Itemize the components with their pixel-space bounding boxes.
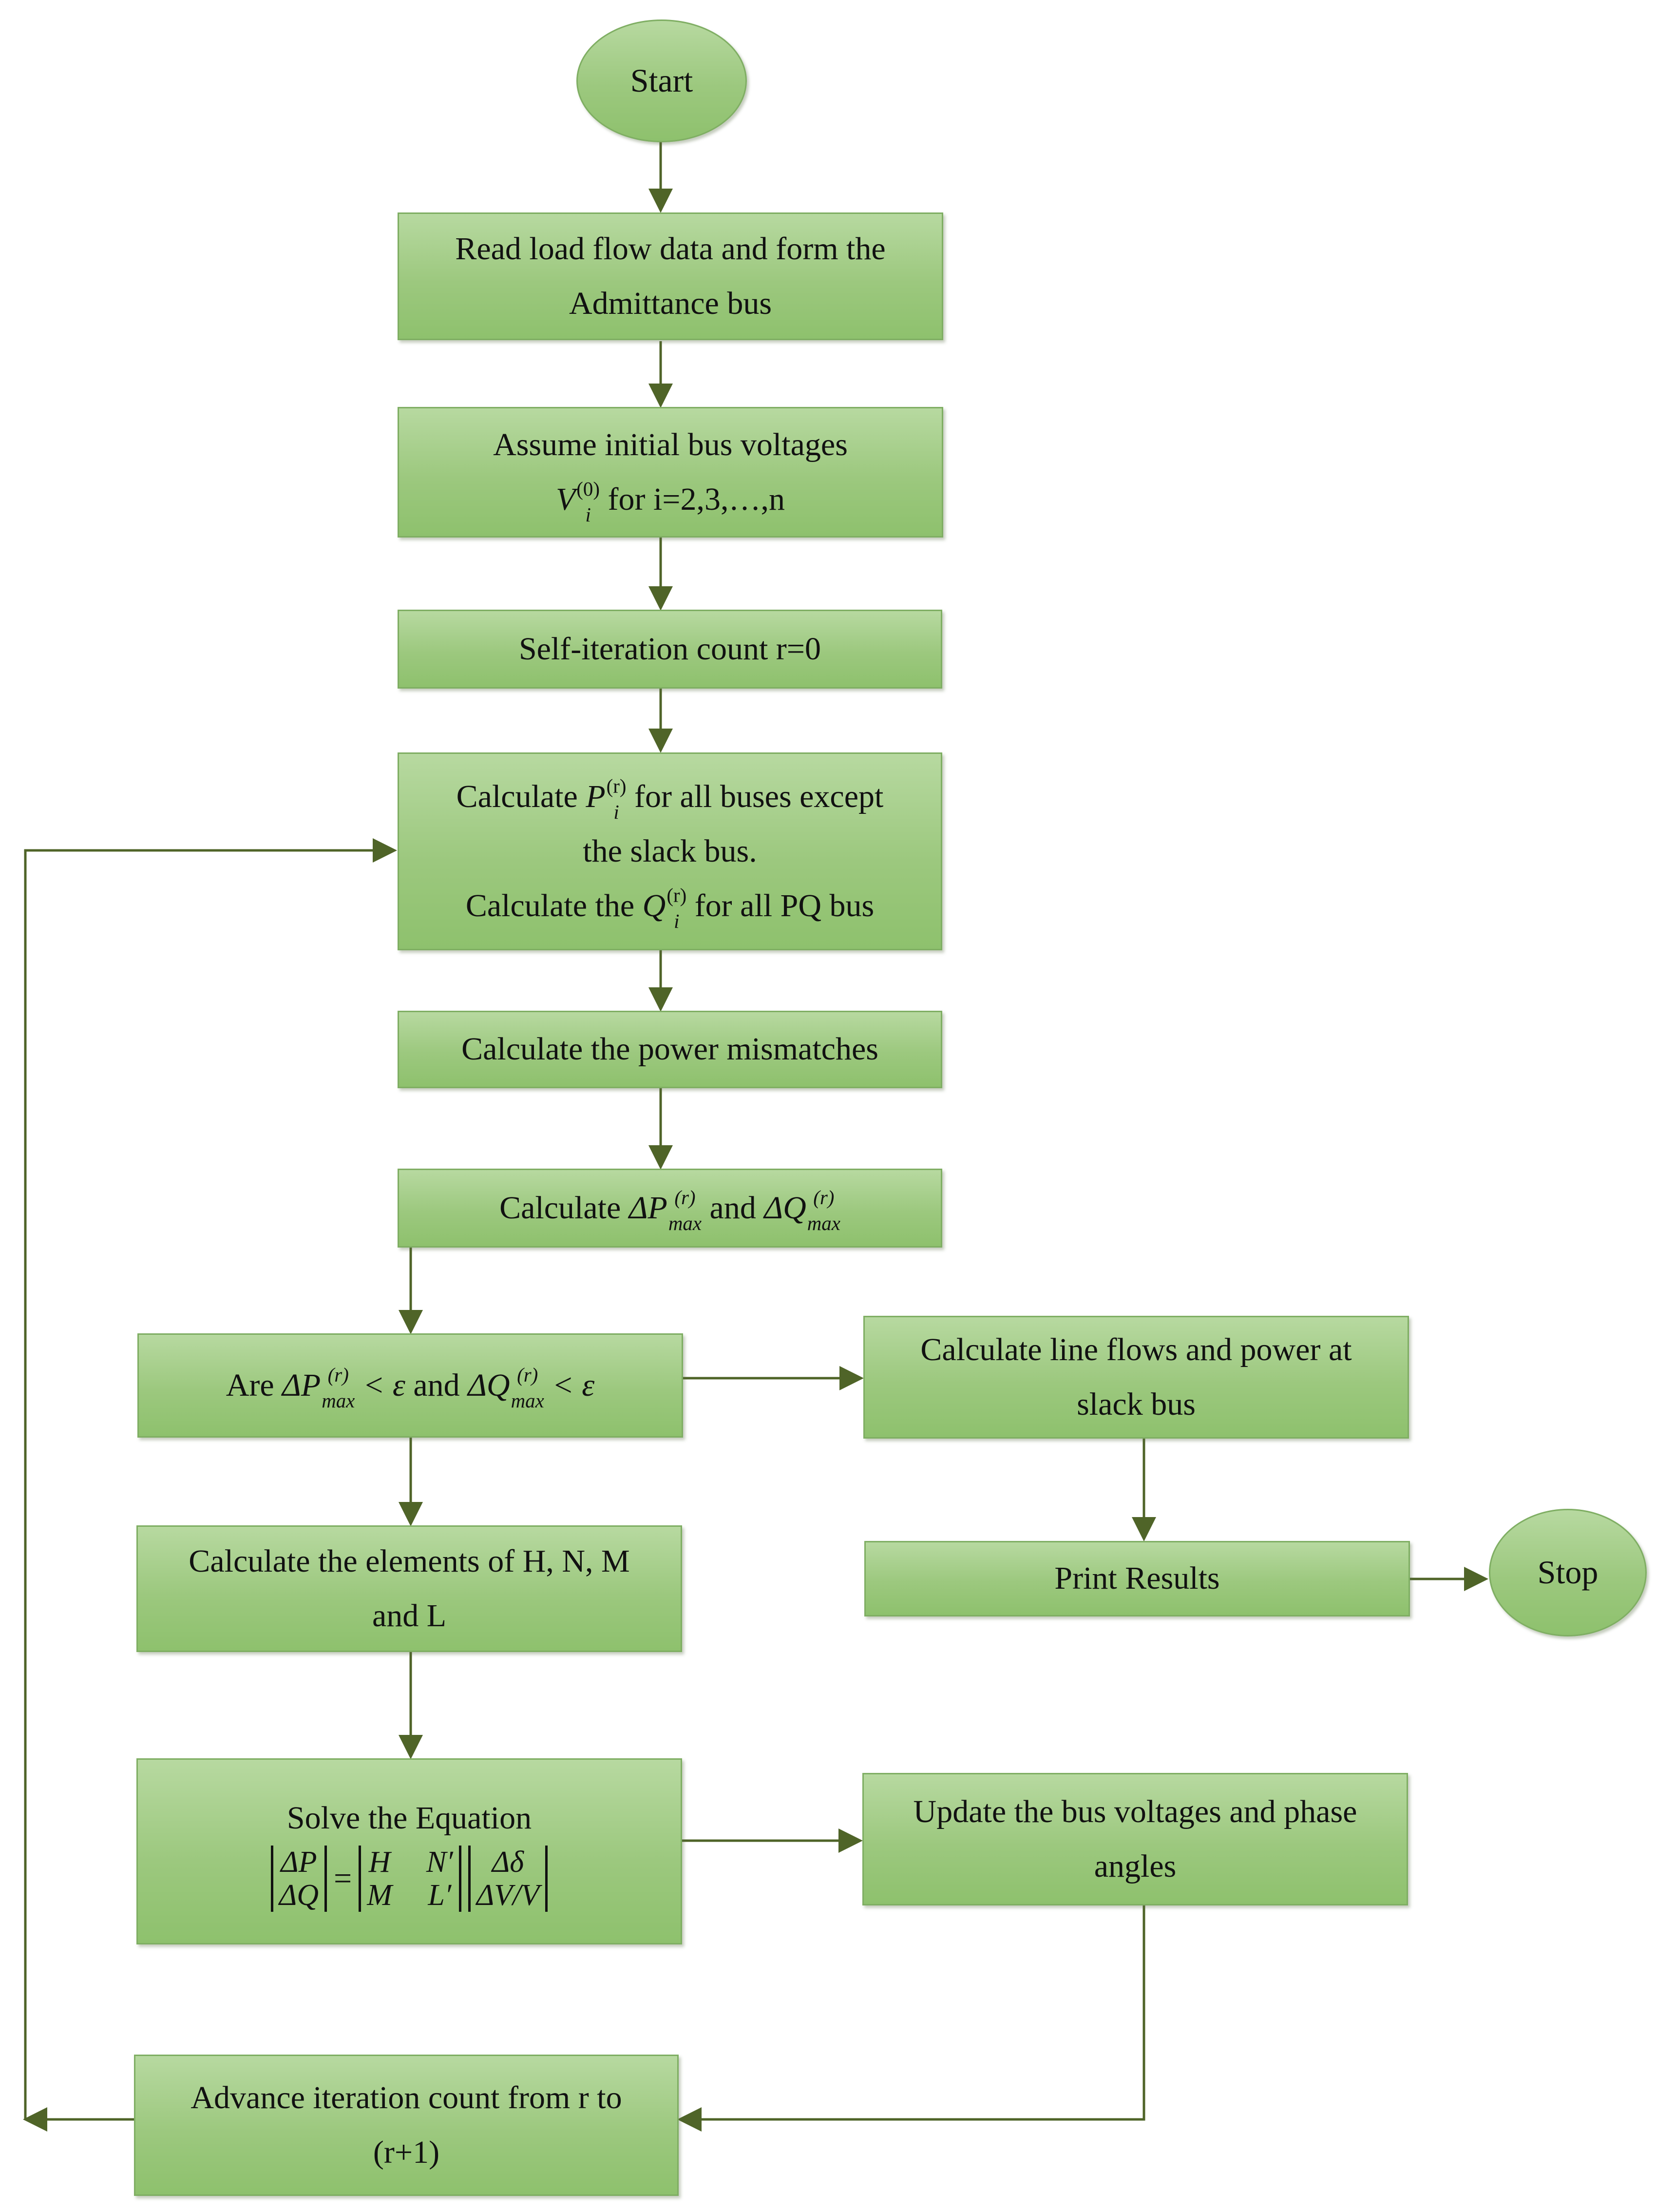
advance-line2: (r+1) xyxy=(373,2135,440,2170)
decision-dq-sub: max xyxy=(511,1389,544,1412)
elements-line2: and L xyxy=(372,1598,447,1634)
decision-mid: and xyxy=(405,1367,468,1403)
calc-pq-line2: the slack bus. xyxy=(583,833,757,869)
update-voltages-box: Update the bus voltages and phase angles xyxy=(862,1773,1408,1905)
advance-line1: Advance iteration count from r to xyxy=(190,2079,622,2116)
print-results-label: Print Results xyxy=(1054,1560,1220,1596)
arrow-update-to-advance xyxy=(677,1905,1145,2132)
decision-dq-sup: (r) xyxy=(517,1364,538,1386)
update-line1: Update the bus voltages and phase xyxy=(913,1793,1357,1829)
calc-pq-p-sup: (r) xyxy=(606,775,627,797)
calculate-max-box: Calculate ΔP (r) max and ΔQ (r) max xyxy=(398,1169,942,1248)
calc-pq-line1: Calculate P(r) i for all buses except xyxy=(457,769,884,824)
lhs-dp: ΔP xyxy=(281,1845,317,1879)
assume-line1: Assume initial bus voltages xyxy=(493,426,848,462)
decision-dp-sub: max xyxy=(322,1389,355,1412)
decision-lt2: < ε xyxy=(544,1367,595,1403)
power-mismatch-label: Calculate the power mismatches xyxy=(461,1031,878,1067)
calc-pq-pre1: Calculate xyxy=(456,778,586,814)
update-line2: angles xyxy=(1094,1848,1177,1884)
power-mismatch-box: Calculate the power mismatches xyxy=(398,1011,942,1088)
calc-max-dq-sub: max xyxy=(807,1212,840,1234)
lhs-vector: ΔP ΔQ xyxy=(270,1845,327,1912)
assume-voltages-box: Assume initial bus voltages V(0) i for i=… xyxy=(398,407,943,538)
calc-max-line: Calculate ΔP (r) max and ΔQ (r) max xyxy=(499,1181,840,1235)
print-results-box: Print Results xyxy=(864,1541,1410,1616)
decision-lt1: < ε xyxy=(355,1367,405,1403)
jac-m: M xyxy=(367,1879,392,1912)
decision-dp-sup: (r) xyxy=(327,1364,349,1386)
calc-max-dp: ΔP xyxy=(628,1190,667,1226)
equals-sign: = xyxy=(334,1861,352,1896)
calc-max-dp-sup: (r) xyxy=(674,1186,696,1209)
start-label: Start xyxy=(630,62,693,99)
decision-dp: ΔP xyxy=(282,1367,321,1403)
calc-max-dq-sup: (r) xyxy=(813,1186,835,1209)
solve-line1: Solve the Equation xyxy=(286,1800,532,1836)
calc-max-pre: Calculate xyxy=(499,1190,629,1226)
self-iteration-label: Self-iteration count r=0 xyxy=(518,631,821,667)
start-node: Start xyxy=(576,19,747,142)
assume-sup: (0) xyxy=(576,478,600,500)
rhs-ddelta: Δδ xyxy=(492,1845,524,1879)
self-iteration-box: Self-iteration count r=0 xyxy=(398,610,942,689)
rhs-vector: Δδ ΔV/V xyxy=(468,1845,548,1912)
read-data-box: Read load flow data and form the Admitta… xyxy=(398,212,943,340)
decision-pre: Are xyxy=(226,1367,283,1403)
decision-line: Are ΔP (r) max < ε and ΔQ (r) max < ε xyxy=(226,1358,595,1413)
jac-n: N′ xyxy=(426,1845,453,1879)
calc-pq-q-sub: i xyxy=(674,910,680,932)
rhs-dv: ΔV/V xyxy=(476,1879,540,1912)
line-flows-box: Calculate line flows and power at slack … xyxy=(863,1316,1409,1439)
matrix-equation: ΔP ΔQ = H N′ M L′ Δδ ΔV/V xyxy=(270,1845,548,1912)
calc-max-mid: and xyxy=(702,1190,764,1226)
decision-dq: ΔQ xyxy=(468,1367,510,1403)
solve-equation-box: Solve the Equation ΔP ΔQ = H N′ M L′ Δδ … xyxy=(136,1758,682,1944)
line-flows-line1: Calculate line flows and power at xyxy=(920,1331,1352,1367)
advance-iteration-box: Advance iteration count from r to (r+1) xyxy=(134,2055,679,2196)
calc-pq-p: P xyxy=(586,778,606,814)
calc-pq-post1: for all buses except xyxy=(626,778,884,814)
calculate-pq-box: Calculate P(r)i for all buses except the… xyxy=(398,752,942,950)
calc-pq-p-sub: i xyxy=(613,801,619,823)
assume-line2: V(0) i for i=2,3,…,n xyxy=(556,472,785,527)
assume-rest: for i=2,3,…,n xyxy=(600,481,785,517)
read-data-line1: Read load flow data and form the xyxy=(455,231,886,267)
calc-max-dp-sub: max xyxy=(668,1212,702,1234)
elements-line1: Calculate the elements of H, N, M xyxy=(189,1543,630,1579)
lhs-dq: ΔQ xyxy=(279,1879,319,1912)
jacobian-elements-box: Calculate the elements of H, N, M and L xyxy=(136,1525,682,1652)
calc-pq-q: Q xyxy=(642,888,666,924)
assume-v: V xyxy=(555,481,576,517)
convergence-check-box: Are ΔP (r) max < ε and ΔQ (r) max < ε xyxy=(137,1333,683,1438)
calc-max-dq: ΔQ xyxy=(764,1190,806,1226)
calc-pq-q-sup: (r) xyxy=(666,885,687,907)
line-flows-line2: slack bus xyxy=(1077,1386,1196,1422)
stop-label: Stop xyxy=(1537,1554,1599,1591)
read-data-line2: Admittance bus xyxy=(569,286,772,321)
calc-pq-post3: for all PQ bus xyxy=(686,888,875,924)
stop-node: Stop xyxy=(1489,1509,1647,1636)
calc-pq-pre3: Calculate the xyxy=(465,888,643,924)
calc-pq-line3: Calculate the Q(r) i for all PQ bus xyxy=(466,879,874,933)
arrow-loop-up-to-calcpq xyxy=(24,838,397,2119)
jac-h: H xyxy=(368,1845,391,1879)
assume-sub: i xyxy=(585,503,591,526)
jac-l: L′ xyxy=(428,1879,452,1912)
jacobian-matrix: H N′ M L′ xyxy=(359,1845,461,1912)
